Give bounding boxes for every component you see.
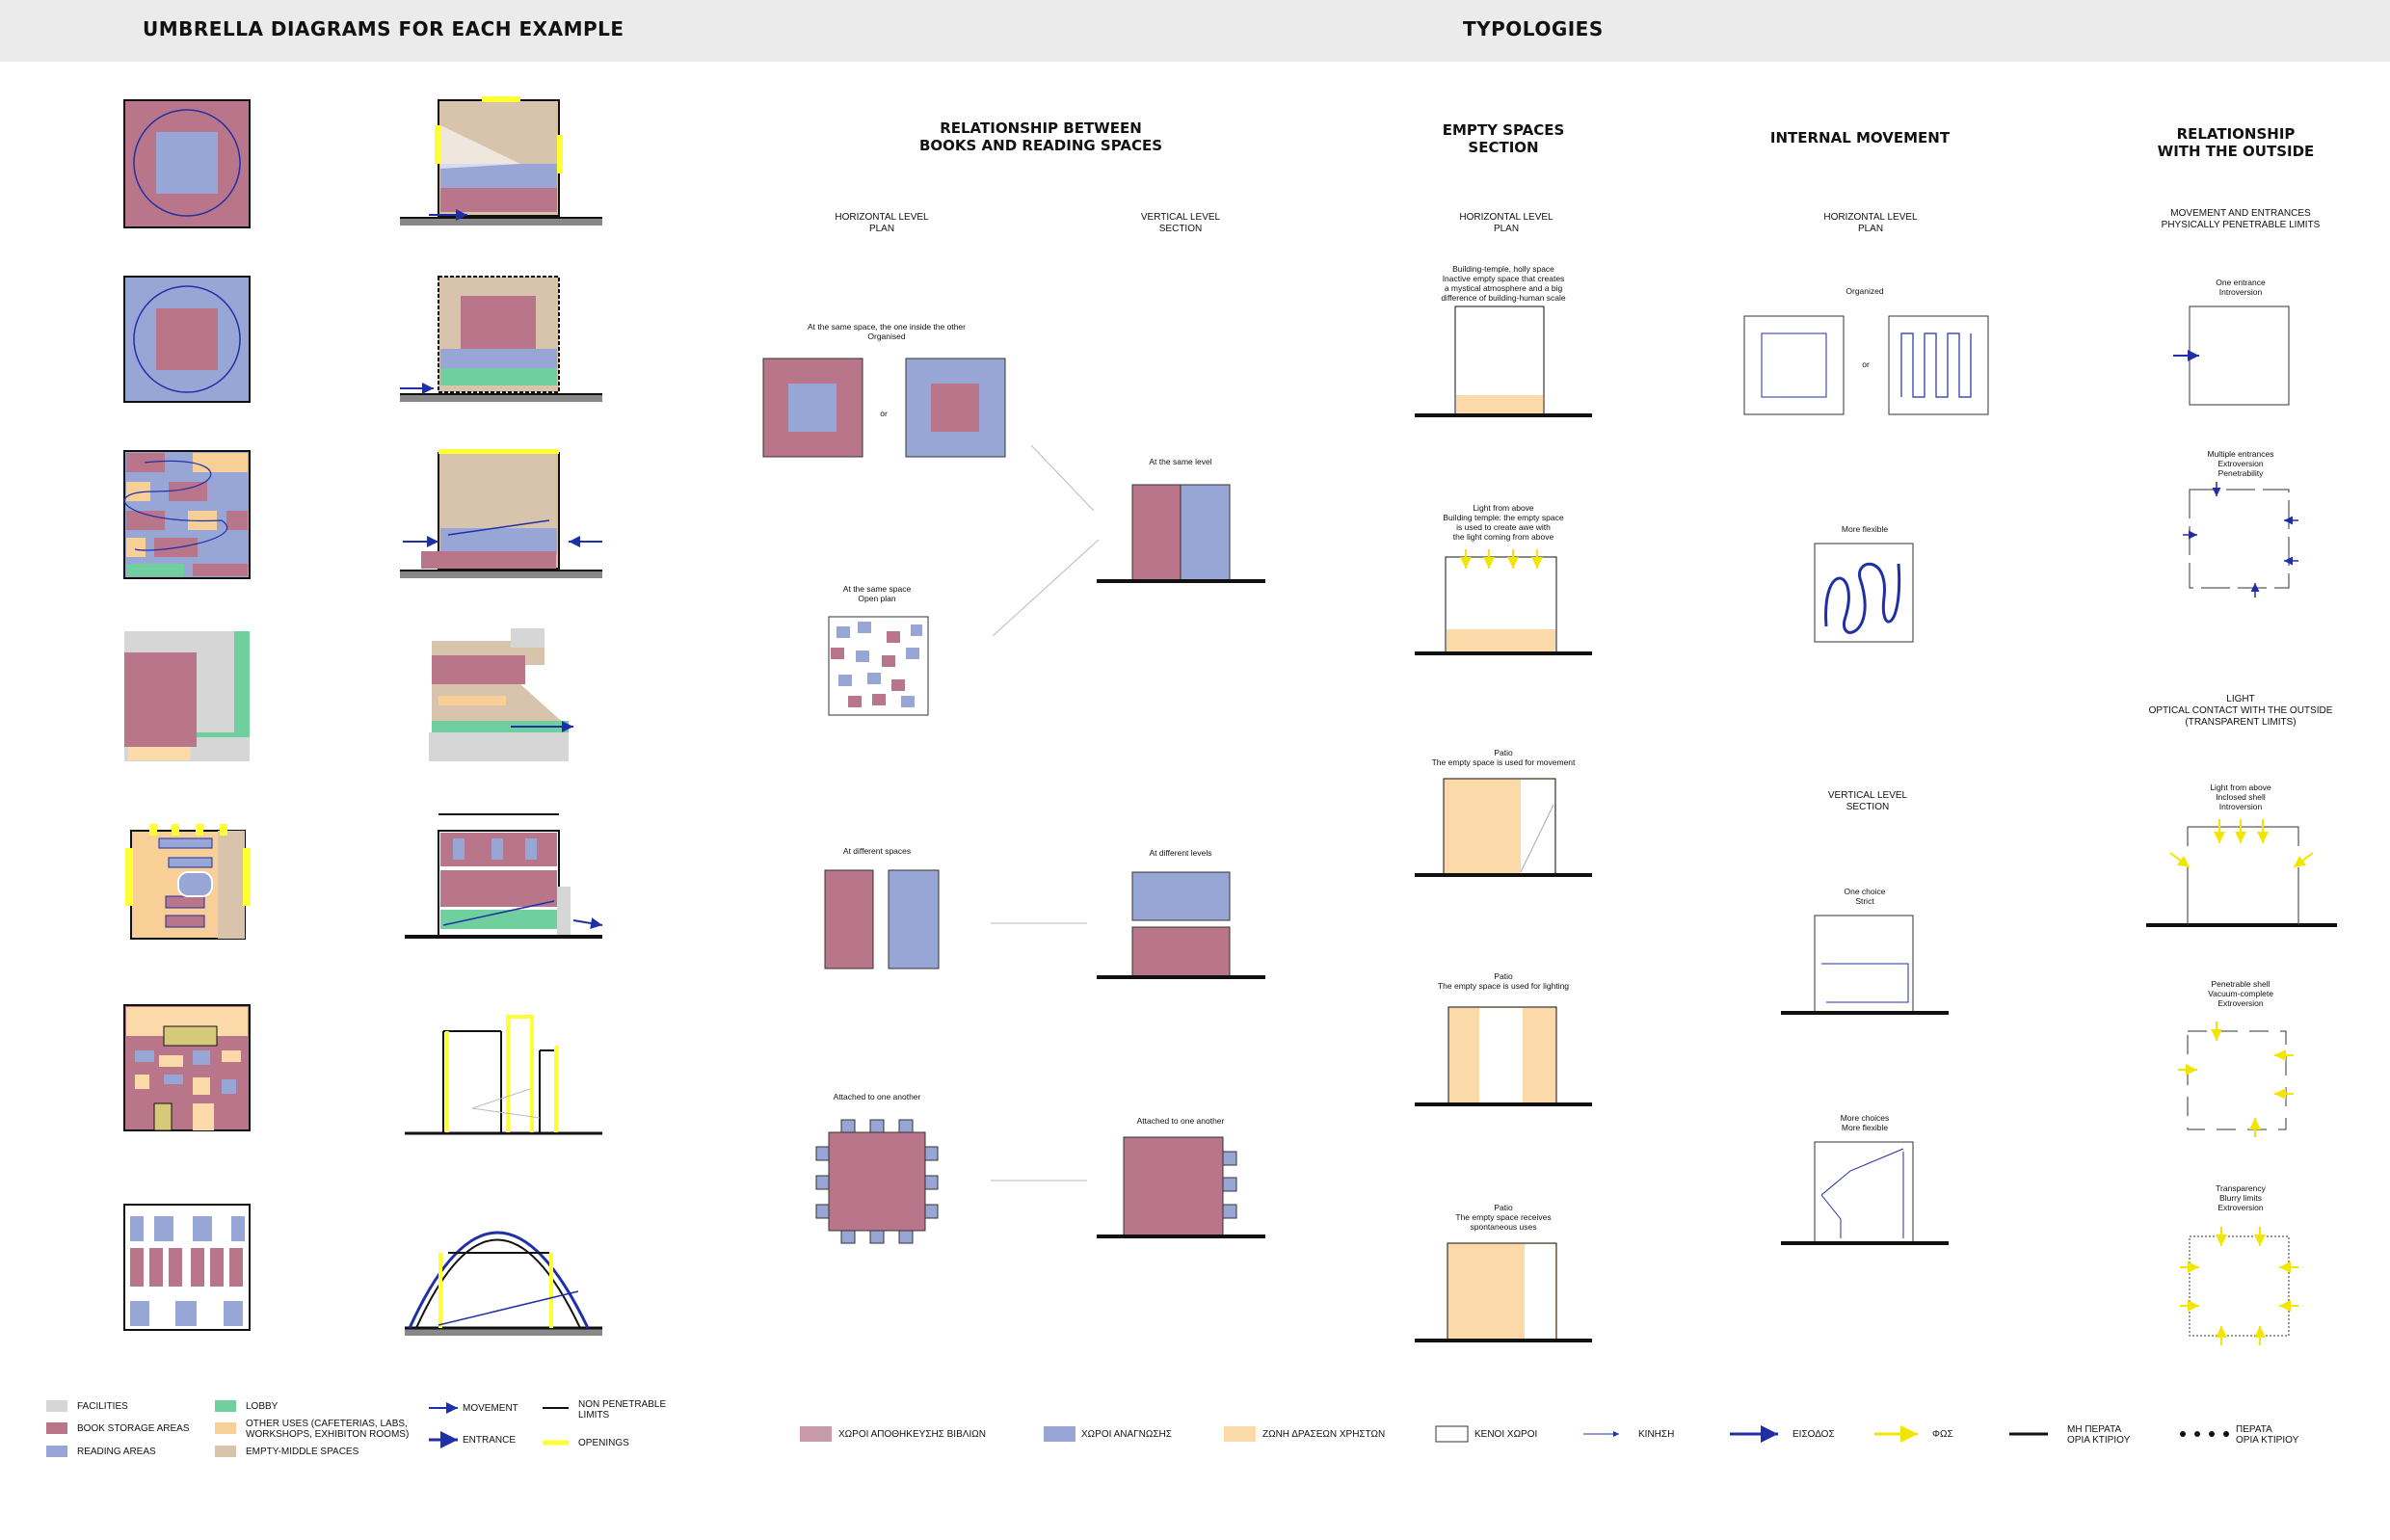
- es-patio-spontaneous: [1415, 1242, 1592, 1342]
- umbrella-plan-1: [123, 99, 251, 228]
- right-title: TYPOLOGIES: [1463, 17, 1604, 40]
- legend-entrance: ENTRANCE: [463, 1435, 517, 1446]
- caption-im-or: or: [1862, 359, 1870, 369]
- es-patio-lighting: [1415, 1006, 1592, 1106]
- es-patio-movement: [1415, 778, 1592, 877]
- legend-movement: MOVEMENT: [463, 1403, 518, 1414]
- caption-es-temple: Building-temple, holly space Inactive em…: [1441, 264, 1566, 303]
- im-organized: [1743, 315, 1989, 415]
- br-plan-organised: [762, 358, 1006, 458]
- umbrella-section-5: [405, 813, 603, 939]
- legend-gr-movement: ΚΙΝΗΣΗ: [1638, 1429, 1675, 1440]
- im-flexible: [1814, 543, 1914, 643]
- section-title-relationship-outside: RELATIONSHIP WITH THE OUTSIDE: [2157, 125, 2315, 160]
- subhead-br-horizontal: HORIZONTAL LEVEL PLAN: [835, 212, 929, 234]
- subhead-ro-movement: MOVEMENT AND ENTRANCES PHYSICALLY PENETR…: [2161, 208, 2321, 230]
- subhead-ro-light: LIGHT OPTICAL CONTACT WITH THE OUTSIDE (…: [2148, 694, 2333, 728]
- im-one-choice: [1781, 915, 1949, 1015]
- legend-left-swatches: [46, 1400, 569, 1457]
- legend-gr-non-penetrable: ΜΗ ΠΕΡΑΤΑ ΟΡΙΑ ΚΤΙΡΙΟΥ: [2067, 1424, 2131, 1446]
- ro-transparency: [2180, 1227, 2298, 1345]
- legend-gr-reading: ΧΩΡΟΙ ΑΝΑΓΝΩΣΗΣ: [1081, 1429, 1172, 1440]
- br-connectors: [991, 444, 1100, 1182]
- caption-ro-one-entrance: One entrance Introversion: [2216, 278, 2266, 297]
- es-temple: [1415, 305, 1592, 417]
- ro-penetrable: [2178, 1022, 2294, 1137]
- caption-br-open-plan: At the same space Open plan: [842, 584, 912, 603]
- legend-gr-book-storage: ΧΩΡΟΙ ΑΠΟΘΗΚΕΥΣΗΣ ΒΙΒΛΙΩΝ: [838, 1429, 986, 1440]
- umbrella-plan-2: [123, 276, 251, 403]
- legend-reading: READING AREAS: [77, 1447, 156, 1457]
- caption-br-different-levels: At different levels: [1149, 848, 1212, 858]
- caption-im-flexible: More flexible: [1841, 524, 1889, 534]
- legend-non-penetrable: NON PENETRABLE LIMITS: [578, 1399, 667, 1421]
- subhead-im-vertical: VERTICAL LEVEL SECTION: [1827, 790, 1908, 812]
- legend-other-uses: OTHER USES (CAFETERIAS, LABS, WORKSHOPS,…: [246, 1419, 410, 1440]
- br-section-attached: [1097, 1136, 1265, 1238]
- caption-br-same-level: At the same level: [1149, 457, 1212, 466]
- subhead-br-vertical: VERTICAL LEVEL SECTION: [1140, 212, 1221, 234]
- caption-es-patio-movement: Patio The empty space is used for moveme…: [1431, 748, 1576, 767]
- legend-gr-entrance: ΕΙΣΟΔΟΣ: [1792, 1429, 1835, 1440]
- im-more-choices: [1781, 1141, 1949, 1245]
- caption-es-patio-spontaneous: Patio The empty space receives spontaneo…: [1455, 1203, 1552, 1232]
- umbrella-plan-7: [123, 1204, 251, 1331]
- umbrella-section-1: [400, 96, 602, 226]
- section-title-empty-spaces: EMPTY SPACES SECTION: [1442, 121, 1565, 156]
- umbrella-section-6: [405, 1015, 602, 1135]
- legend-gr-empty: ΚΕΝΟΙ ΧΩΡΟΙ: [1474, 1429, 1538, 1440]
- legend-facilities: FACILITIES: [77, 1401, 128, 1412]
- caption-ro-transparency: Transparency Blurry limits Extroversion: [2216, 1183, 2266, 1212]
- ro-light-above: [2146, 819, 2337, 927]
- caption-im-organized: Organized: [1846, 286, 1884, 296]
- es-light-above: [1415, 549, 1592, 655]
- left-title: UMBRELLA DIAGRAMS FOR EACH EXAMPLE: [143, 17, 624, 40]
- umbrella-section-4: [429, 628, 573, 761]
- caption-ro-penetrable: Penetrable shell Vacuum-complete Extrove…: [2208, 979, 2273, 1008]
- caption-br-same-space: At the same space, the one inside the ot…: [808, 322, 966, 341]
- br-plan-different: [824, 869, 940, 969]
- br-plan-attached: [815, 1119, 939, 1244]
- br-section-different: [1097, 871, 1265, 979]
- header-bar: [0, 0, 2390, 62]
- br-section-same-level: [1097, 484, 1265, 583]
- umbrella-plan-4: [124, 631, 250, 761]
- ro-multiple-entrances: [2183, 482, 2298, 597]
- caption-br-attached-section: Attached to one another: [1136, 1116, 1225, 1126]
- legend-gr-light: ΦΩΣ: [1932, 1429, 1953, 1440]
- umbrella-section-2: [400, 276, 602, 402]
- caption-es-light-above: Light from above Building temple: the em…: [1443, 503, 1564, 542]
- ro-one-entrance: [2173, 305, 2290, 406]
- caption-br-attached-plan: Attached to one another: [833, 1092, 921, 1102]
- caption-es-patio-lighting: Patio The empty space is used for lighti…: [1437, 971, 1570, 991]
- caption-im-more-choices: More choices More flexible: [1840, 1113, 1890, 1132]
- umbrella-section-3: [400, 449, 602, 578]
- caption-br-or: or: [880, 409, 888, 418]
- subhead-es-horizontal: HORIZONTAL LEVEL PLAN: [1459, 212, 1554, 234]
- section-title-books-reading: RELATIONSHIP BETWEEN BOOKS AND READING S…: [918, 119, 1163, 154]
- legend-gr-penetrable: ΠΕΡΑΤΑ ΟΡΙΑ ΚΤΙΡΙΟΥ: [2236, 1424, 2299, 1446]
- section-title-internal-movement: INTERNAL MOVEMENT: [1769, 129, 1951, 146]
- umbrella-plan-5: [125, 824, 251, 940]
- umbrella-section-7: [405, 1231, 602, 1336]
- legend-openings: OPENINGS: [578, 1438, 629, 1448]
- legend-book-storage: BOOK STORAGE AREAS: [77, 1423, 190, 1434]
- caption-ro-light-above: Light from above Inclosed shell Introver…: [2210, 783, 2271, 811]
- legend-lobby: LOBBY: [246, 1401, 279, 1412]
- umbrella-plan-6: [123, 1004, 251, 1131]
- subhead-im-horizontal: HORIZONTAL LEVEL PLAN: [1823, 212, 1918, 234]
- caption-br-different-spaces: At different spaces: [842, 846, 912, 856]
- caption-im-one-choice: One choice Strict: [1844, 887, 1886, 906]
- legend-right-swatches: [800, 1425, 2229, 1443]
- caption-ro-multiple: Multiple entrances Extroversion Penetrab…: [2207, 449, 2274, 478]
- legend-empty-middle: EMPTY-MIDDLE SPACES: [246, 1447, 359, 1457]
- br-plan-open: [828, 616, 929, 716]
- umbrella-plan-3: [123, 450, 251, 579]
- legend-gr-user-zone: ΖΩΝΗ ΔΡΑΣΕΩΝ ΧΡΗΣΤΩΝ: [1262, 1429, 1386, 1440]
